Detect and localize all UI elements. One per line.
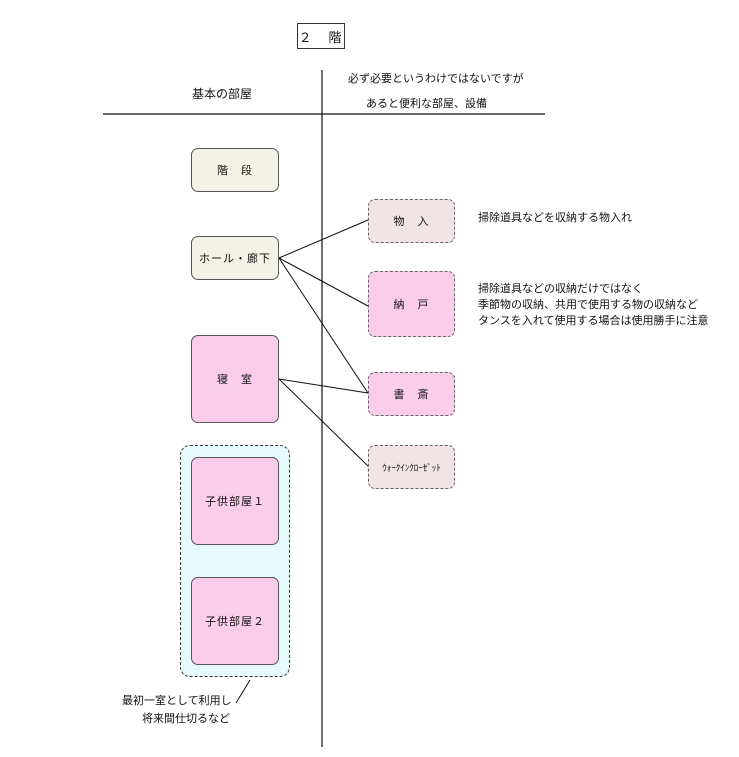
room-bedroom: 寝 室 (191, 335, 279, 423)
room-study: 書 斎 (368, 372, 455, 416)
note-kids-line1: 最初一室として利用し (122, 694, 232, 707)
optional-rooms-header-line2: あると便利な部屋、設備 (366, 97, 487, 110)
room-child-2: 子供部屋２ (191, 577, 279, 665)
note-storage: 掃除道具などを収納する物入れ (478, 211, 632, 224)
kids-note-leader (235, 679, 251, 704)
basic-rooms-header: 基本の部屋 (192, 87, 253, 101)
note-closet-line3: タンスを入れて使用する場合は使用勝手に注意 (478, 314, 709, 327)
room-hall: ホール・廊下 (191, 236, 279, 280)
optional-rooms-header-line1: 必ず必要というわけではないですが (348, 72, 524, 85)
room-closet: 納 戸 (368, 271, 455, 337)
connector-hall-closet (278, 257, 369, 307)
note-closet-line1: 掃除道具などの収納だけではなく (478, 282, 643, 295)
connector-bedroom-study (278, 378, 369, 394)
note-kids-line2: 将来間仕切るなど (142, 712, 230, 725)
floor-title: ２ 階 (297, 23, 345, 49)
connector-hall-storage (278, 219, 369, 259)
room-walk-in-closet: ｳｫｰｸｲﾝｸﾛｰｾﾞｯﾄ (368, 445, 455, 489)
note-closet-line2: 季節物の収納、共用で使用する物の収納など (478, 298, 698, 311)
room-child-1: 子供部屋１ (191, 457, 279, 545)
room-storage: 物 入 (368, 199, 455, 243)
connector-hall-study (278, 257, 369, 394)
room-stairs: 階 段 (191, 148, 279, 192)
connector-bedroom-walkin (278, 378, 369, 467)
